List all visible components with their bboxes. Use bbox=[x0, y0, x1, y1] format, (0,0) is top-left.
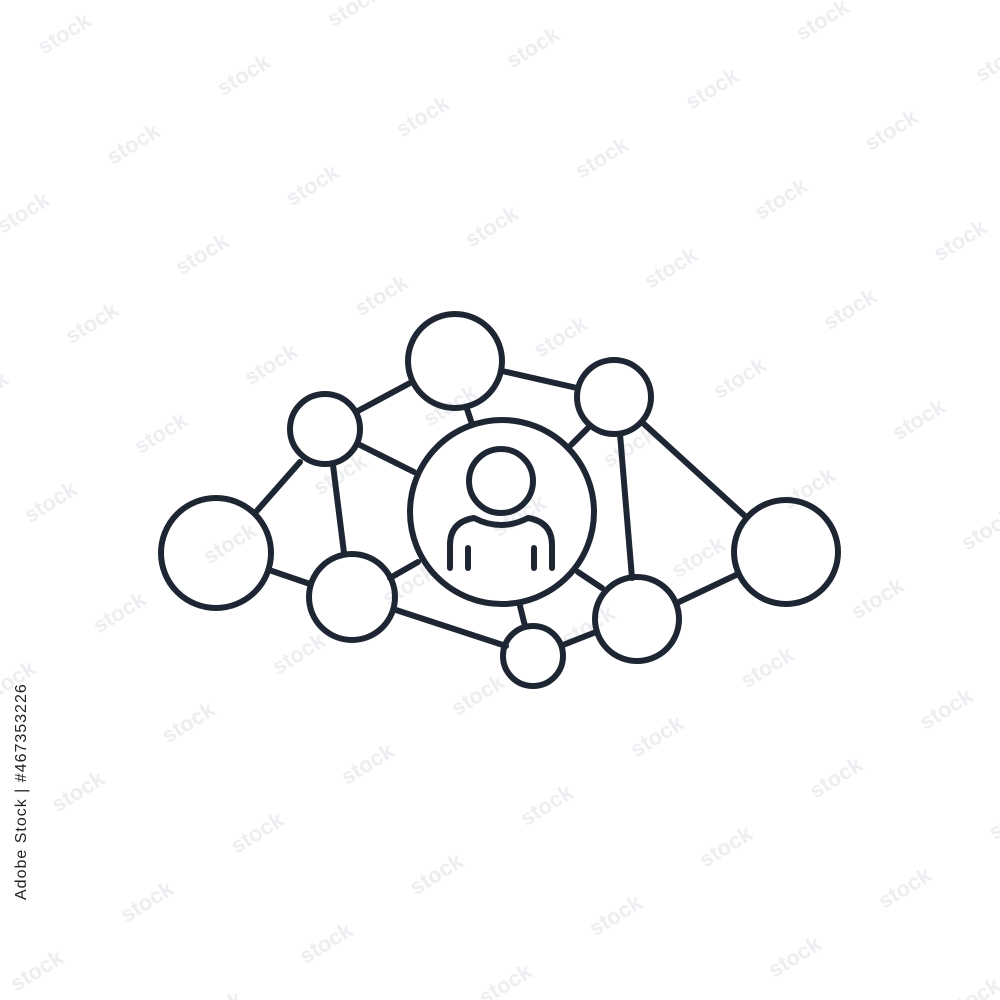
connection-line bbox=[252, 459, 303, 516]
node-circle bbox=[306, 551, 398, 643]
connection-line bbox=[387, 559, 421, 581]
node-circle bbox=[405, 311, 505, 411]
connection-line bbox=[575, 569, 605, 591]
node-circle bbox=[500, 623, 566, 689]
connection-line bbox=[330, 462, 347, 556]
connection-line bbox=[355, 441, 417, 475]
connection-line bbox=[617, 431, 635, 581]
node-circle bbox=[158, 495, 274, 611]
node-circle bbox=[287, 391, 363, 467]
user-icon bbox=[447, 446, 555, 571]
node-circle bbox=[731, 497, 841, 607]
connection-line bbox=[676, 572, 739, 605]
connection-line bbox=[517, 603, 528, 629]
connection-line bbox=[464, 406, 474, 424]
connection-line bbox=[560, 629, 599, 648]
node-circle bbox=[574, 357, 654, 437]
connection-line bbox=[641, 421, 749, 520]
connection-line bbox=[568, 425, 591, 448]
connection-line bbox=[269, 568, 313, 587]
center-node-circle bbox=[407, 417, 597, 607]
node-circle bbox=[592, 574, 682, 664]
connection-line bbox=[393, 607, 509, 649]
connection-line bbox=[499, 368, 580, 391]
connection-line bbox=[353, 380, 413, 415]
stock-id-label: Adobe Stock | #467353226 bbox=[13, 683, 30, 900]
